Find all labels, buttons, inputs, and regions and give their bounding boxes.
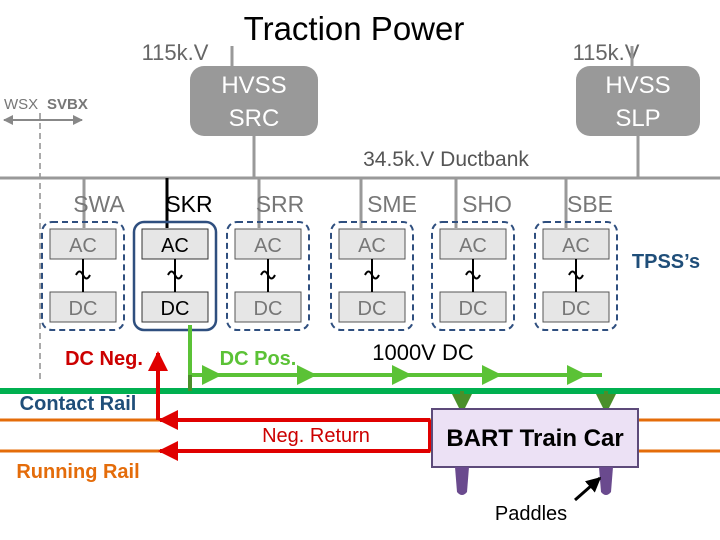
dc-label-sho: DC	[459, 298, 488, 320]
dc-label-swa: DC	[69, 298, 98, 320]
ac-label-skr: AC	[161, 235, 189, 257]
rectifier-icon-sbe	[568, 259, 584, 292]
hvss-src-label-2: SRC	[229, 105, 280, 132]
dc-label-srr: DC	[254, 298, 283, 320]
dc-label-sbe: DC	[562, 298, 591, 320]
ductbank-label: 34.5k.V Ductbank	[363, 148, 529, 171]
contact-rail-label: Contact Rail	[20, 393, 137, 415]
dc-box-swa: DC	[49, 291, 117, 323]
rectifier-icon-swa	[75, 259, 91, 292]
tpss-label: TPSS’s	[632, 251, 700, 273]
dc-voltage-label: 1000V DC	[372, 340, 474, 365]
dc-box-sbe: DC	[542, 291, 610, 323]
dc-box-skr: DC	[141, 291, 209, 323]
dc-label-skr: DC	[161, 298, 190, 320]
ac-label-swa: AC	[69, 235, 97, 257]
paddle-icon-2	[599, 467, 613, 495]
neg-return-label: Neg. Return	[262, 425, 370, 447]
rectifier-icon-sme	[364, 259, 380, 292]
dc-neg-label: DC Neg.	[65, 348, 143, 370]
train-car-label: BART Train Car	[446, 425, 623, 452]
ac-box-swa: AC	[49, 228, 117, 260]
ac-label-sme: AC	[358, 235, 386, 257]
dc-box-srr: DC	[234, 291, 302, 323]
substation-label-sme: SME	[367, 191, 417, 217]
substation-label-skr: SKR	[165, 191, 212, 217]
page-title: Traction Power	[244, 10, 465, 47]
paddles-label: Paddles	[495, 503, 567, 525]
dc-label-sme: DC	[358, 298, 387, 320]
substation-frame-sho	[431, 221, 515, 331]
ac-box-sme: AC	[338, 228, 406, 260]
ac-label-sbe: AC	[562, 235, 590, 257]
ac-box-skr: AC	[141, 228, 209, 260]
hvss-slp-box	[576, 66, 700, 136]
substation-frame-srr	[226, 221, 310, 331]
substation-frame-skr	[132, 220, 218, 332]
rectifier-icon-skr	[167, 259, 183, 292]
substation-label-swa: SWA	[73, 191, 125, 217]
kv-label-right: 115k.V	[573, 40, 640, 65]
rectifier-icon-srr	[260, 259, 276, 292]
train-car-box	[431, 408, 639, 468]
dc-box-sme: DC	[338, 291, 406, 323]
wsx-label: WSX	[4, 96, 38, 113]
kv-label-left: 115k.V	[142, 40, 209, 65]
substation-frame-swa	[41, 221, 125, 331]
running-rail-label: Running Rail	[16, 461, 139, 483]
svbx-label: SVBX	[47, 96, 88, 113]
ac-label-srr: AC	[254, 235, 282, 257]
substation-label-sho: SHO	[462, 191, 512, 217]
hvss-slp-label-1: HVSS	[605, 72, 670, 99]
paddles-pointer-arrow	[574, 476, 602, 502]
substation-frame-sbe	[534, 221, 618, 331]
rectifier-icon-sho	[465, 259, 481, 292]
substation-frame-sme	[330, 221, 414, 331]
dc-pos-label: DC Pos.	[220, 348, 297, 370]
ac-box-srr: AC	[234, 228, 302, 260]
hvss-src-box	[190, 66, 318, 136]
substation-label-sbe: SBE	[567, 191, 613, 217]
substation-label-srr: SRR	[256, 191, 305, 217]
hvss-slp-label-2: SLP	[615, 105, 660, 132]
dc-box-sho: DC	[439, 291, 507, 323]
ac-label-sho: AC	[459, 235, 487, 257]
paddle-icon-1	[455, 467, 469, 495]
hvss-src-label-1: HVSS	[221, 72, 286, 99]
ac-box-sbe: AC	[542, 228, 610, 260]
ac-box-sho: AC	[439, 228, 507, 260]
